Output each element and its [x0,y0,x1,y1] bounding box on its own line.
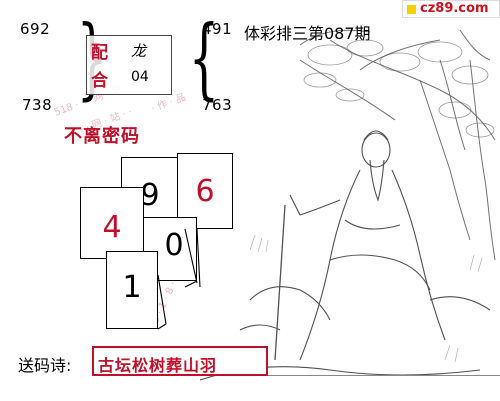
pairing-box: 配 龙 合 04 [86,35,172,95]
right-top-number: 491 [202,20,233,38]
dragon-label: 龙 [131,42,147,60]
left-bottom-number: 738 [22,96,53,114]
pairing-label: 配 [91,43,108,63]
left-top-number: 692 [20,20,51,38]
sum-value: 04 [131,69,149,85]
poem-box: 古坛松树葬山羽 [92,346,268,376]
poem-label: 送码诗: [18,356,72,375]
card-1: 1 [106,251,158,329]
card-digit: 0 [164,228,184,263]
bottom-divider [268,375,500,376]
site-url: cz89.com [420,1,489,16]
card-digit: 6 [195,174,215,209]
card-6: 6 [177,153,233,229]
bulihan-heading: 不离密码 [64,126,140,147]
right-bottom-number: 763 [202,96,233,114]
poem-text: 古坛松树葬山羽 [98,356,218,375]
sum-label: 合 [91,71,108,91]
badge-square-icon [407,5,416,14]
site-badge[interactable]: cz89.com [402,0,500,18]
right-brace-icon: { [188,6,220,109]
card-digit: 1 [122,270,142,305]
issue-title: 体彩排三第087期 [244,24,371,43]
card-digit: 4 [102,210,122,245]
card-digit: 9 [140,178,160,213]
